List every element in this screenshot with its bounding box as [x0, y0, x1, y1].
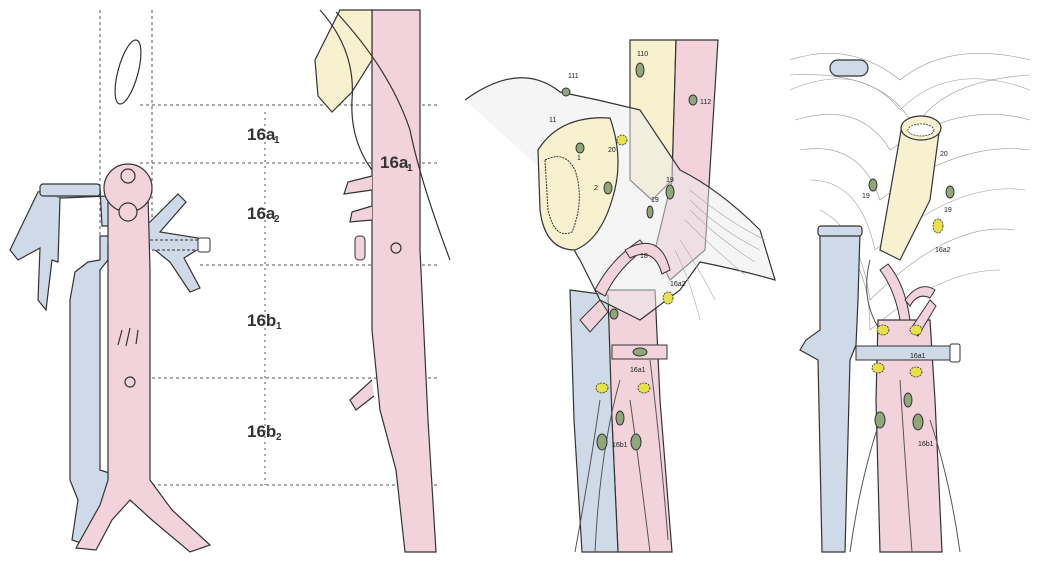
- sma-branch-lateral: [350, 206, 372, 222]
- level-label-16b2: 16b 2: [247, 422, 282, 443]
- svg-text:16a: 16a: [247, 125, 276, 144]
- left-renal-vein: [10, 192, 60, 310]
- celiac-branch-lateral: [344, 176, 372, 194]
- level-label-16a1: 16a 1: [247, 125, 280, 146]
- svg-text:1: 1: [274, 135, 280, 146]
- renal-artery: [150, 240, 200, 250]
- svg-text:16a1: 16a1: [910, 353, 926, 360]
- svg-text:16b: 16b: [247, 422, 276, 441]
- inferior-mesenteric-artery-stump: [125, 377, 135, 387]
- svg-text:19: 19: [944, 207, 952, 214]
- esophagus-d: [880, 125, 940, 260]
- renal-vein-d: [856, 346, 956, 360]
- crus-ellipse: [110, 38, 146, 107]
- ivc-panel-d: [800, 230, 860, 552]
- svg-text:1: 1: [407, 163, 413, 174]
- celiac-artery-stump: [121, 169, 135, 183]
- superior-mesenteric-artery-stump: [119, 203, 137, 221]
- svg-text:19: 19: [862, 193, 870, 200]
- renal-artery-lateral: [355, 236, 365, 260]
- renal-stump-lateral: [391, 243, 401, 253]
- svg-text:111: 111: [568, 73, 579, 80]
- svg-text:20: 20: [940, 151, 948, 158]
- svg-text:16a: 16a: [380, 153, 409, 172]
- esophagus-mucosa-d: [908, 124, 934, 136]
- svg-text:19: 19: [666, 177, 674, 184]
- aorta-lateral: [372, 10, 436, 552]
- level-label-16a1-lateral: 16a 1: [380, 153, 413, 174]
- svg-text:16a2: 16a2: [670, 281, 686, 288]
- svg-text:11: 11: [549, 117, 556, 124]
- svg-text:110: 110: [637, 51, 648, 58]
- renal-vein-cut-d: [950, 344, 960, 362]
- esophagus-lateral: [315, 10, 372, 112]
- svg-text:2: 2: [274, 214, 280, 225]
- panel-c: 111 110 112 11 1 20 2 19 19 18 16a2 16a1…: [465, 40, 775, 552]
- svg-text:1: 1: [276, 321, 282, 332]
- svg-text:2: 2: [594, 185, 598, 192]
- vein-cut-end: [40, 184, 100, 196]
- panel-b: 16a 1: [315, 10, 450, 552]
- svg-text:16b: 16b: [247, 311, 276, 330]
- svg-text:19: 19: [651, 197, 659, 204]
- ima-branch-lateral: [350, 380, 374, 410]
- renal-vessel-cut: [198, 238, 210, 252]
- svg-text:16b1: 16b1: [612, 442, 628, 449]
- svg-text:16a2: 16a2: [935, 247, 951, 254]
- svg-text:16b1: 16b1: [918, 441, 934, 448]
- svg-text:1: 1: [577, 155, 581, 162]
- svg-text:16a: 16a: [247, 204, 276, 223]
- svg-text:112: 112: [700, 99, 711, 106]
- ivc-cut-end-d: [818, 226, 862, 236]
- level-label-16a2: 16a 2: [247, 204, 280, 225]
- panel-d: 20 19 19 16a1 16a2 16b1: [790, 53, 1030, 552]
- svg-text:2: 2: [276, 432, 282, 443]
- level-label-16b1: 16b 1: [247, 311, 282, 332]
- vessel-cut-top-d: [830, 60, 868, 76]
- peritoneal-membrane: [465, 78, 775, 320]
- svg-text:18: 18: [640, 253, 648, 260]
- svg-text:20: 20: [608, 147, 616, 154]
- svg-text:16a1: 16a1: [630, 367, 646, 374]
